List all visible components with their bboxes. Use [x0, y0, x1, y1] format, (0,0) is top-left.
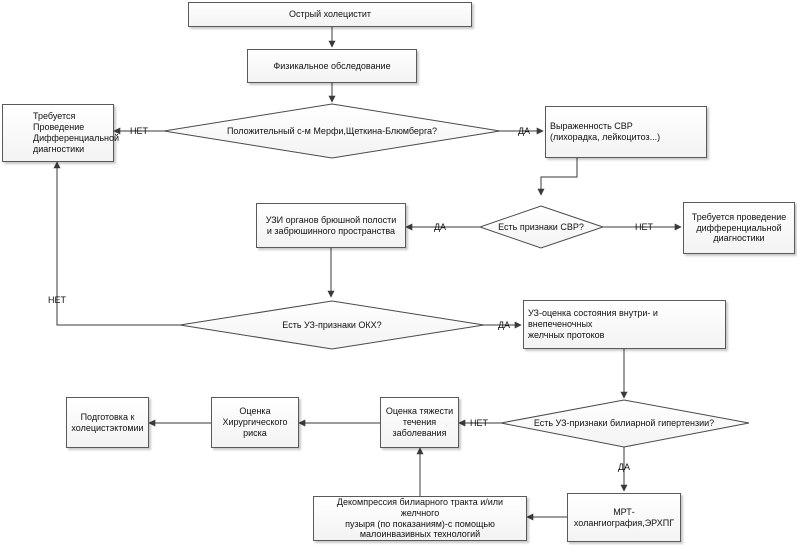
diamond-shape	[478, 205, 605, 249]
node-exam: Физикальное обследование	[247, 49, 417, 83]
decision-biliary-text: Есть УЗ-признаки билиарной гипертензии?	[534, 418, 714, 428]
decision-svr-text: Есть признаки СВР?	[498, 222, 584, 232]
decision-murphy-text: Положительный с-м Мерфи,Щеткина-Блюмберг…	[227, 126, 437, 136]
decision-biliary: Есть УЗ-признаки билиарной гипертензии?	[500, 399, 750, 448]
node-us-abdomen: УЗИ органов брюшной полости и забрюшинно…	[256, 203, 406, 248]
diamond-shape	[163, 103, 501, 159]
node-diffdx-right: Требуется проведение дифференциальной ди…	[683, 202, 795, 254]
label-svr-yes: ДА	[434, 222, 446, 232]
decision-murphy: Положительный с-м Мерфи,Щеткина-Блюмберг…	[163, 103, 501, 159]
node-svr: Выраженность СВР (лихорадка, лейкоцитоз.…	[545, 106, 707, 158]
label-murphy-no: НЕТ	[130, 126, 149, 136]
decision-svr: Есть признаки СВР?	[478, 205, 605, 249]
decision-okh-text: Есть УЗ-признаки ОКХ?	[282, 320, 381, 330]
node-severity: Оценка тяжести течения заболевания	[380, 397, 459, 448]
node-decompression: Декомпрессия билиарного тракта и/или жел…	[313, 496, 527, 541]
node-start: Острый холецистит	[188, 2, 472, 27]
connectors	[53, 27, 682, 521]
edge-okh-no	[53, 161, 180, 326]
label-okh-no: НЕТ	[48, 295, 67, 305]
decision-okh: Есть УЗ-признаки ОКХ?	[179, 300, 485, 350]
diamond-shape	[179, 300, 485, 350]
label-biliary-no: НЕТ	[470, 418, 489, 428]
edge-svr-qsvr	[537, 158, 578, 196]
node-surgical-risk: Оценка Хирургического риска	[211, 397, 299, 448]
node-mrt: МРТ- холангиография,ЭРХПГ	[567, 493, 681, 542]
node-prep: Подготовка к холецистэктомии	[66, 397, 149, 448]
label-biliary-yes: ДА	[618, 462, 630, 472]
label-murphy-yes: ДА	[518, 126, 530, 136]
label-okh-yes: ДА	[498, 320, 510, 330]
label-svr-no: НЕТ	[635, 222, 654, 232]
node-diffdx-left: Требуется Проведение Дифференциальной ди…	[2, 104, 119, 162]
node-us-ducts: УЗ-оценка состояния внутри- и внепеченоч…	[523, 300, 726, 349]
diamond-shape	[500, 399, 750, 448]
